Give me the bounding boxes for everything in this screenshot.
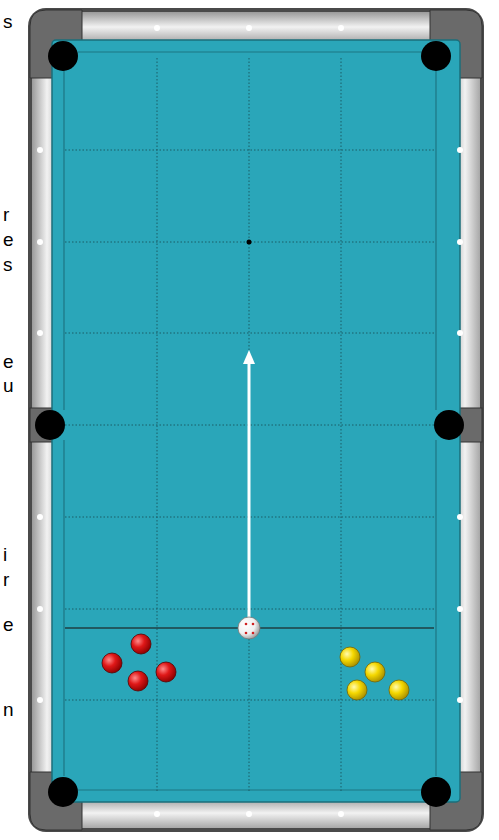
yellow-balls bbox=[340, 647, 409, 700]
text-fragment: n bbox=[3, 700, 14, 719]
text-fragment: u bbox=[3, 376, 14, 395]
pockets bbox=[35, 41, 464, 807]
cushions bbox=[64, 52, 436, 790]
diamond-grid bbox=[65, 58, 434, 792]
text-fragment: r bbox=[3, 205, 9, 224]
text-fragment: e bbox=[3, 352, 14, 371]
foot-spot bbox=[247, 240, 252, 245]
text-fragment: e bbox=[3, 230, 14, 249]
table-frame bbox=[28, 8, 484, 832]
text-fragment: s bbox=[3, 12, 13, 31]
text-fragment: e bbox=[3, 615, 14, 634]
cue-ball bbox=[238, 617, 260, 639]
red-balls bbox=[102, 634, 176, 691]
text-fragment: i bbox=[3, 545, 7, 564]
shot-arrow bbox=[243, 350, 255, 618]
top-rail bbox=[80, 12, 432, 42]
text-fragment: r bbox=[3, 570, 9, 589]
rail-diamonds bbox=[37, 25, 463, 817]
text-fragment: s bbox=[3, 255, 13, 274]
corner-castings bbox=[30, 10, 482, 830]
cloth bbox=[52, 40, 460, 802]
